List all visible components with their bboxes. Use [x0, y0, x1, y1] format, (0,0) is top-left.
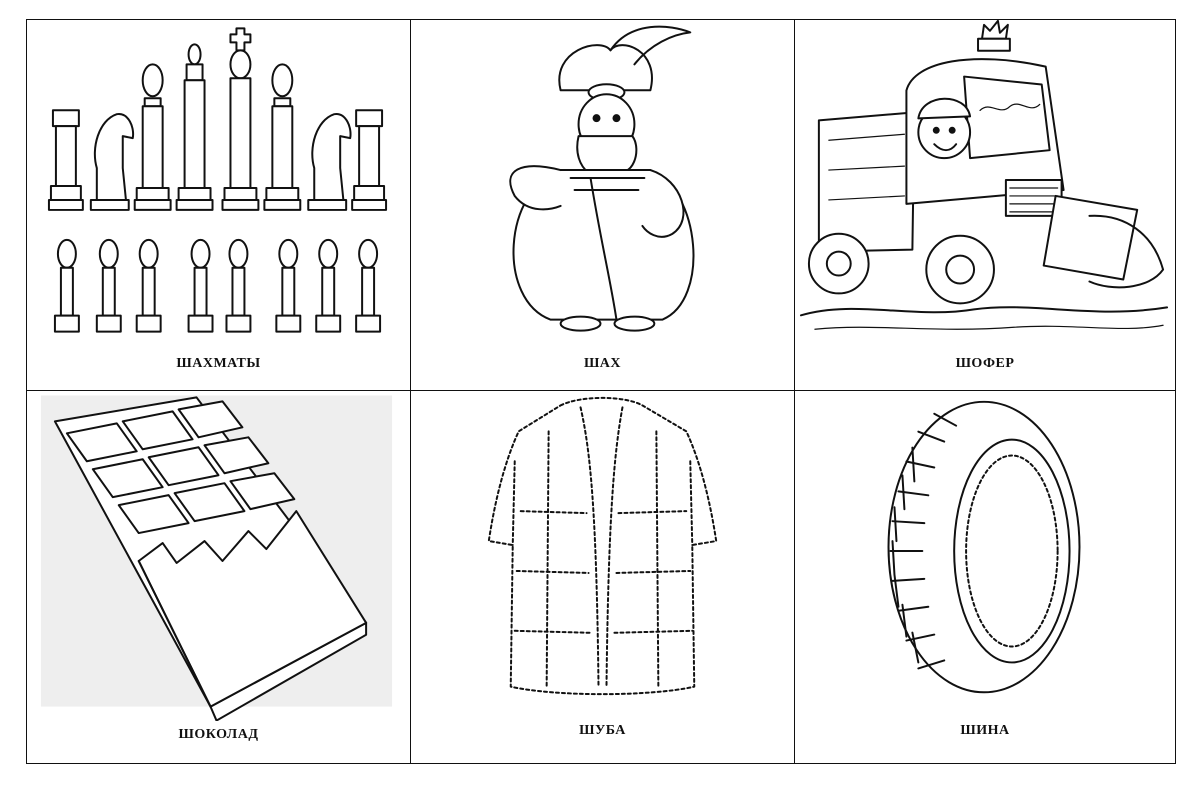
card-caption: ШАХ — [583, 356, 622, 371]
card-caption: ШОФЕР — [955, 356, 1015, 371]
chess-pieces-icon — [47, 27, 388, 333]
card-caption: ШУБА — [579, 723, 626, 738]
chauffeur-truck-icon — [799, 20, 1169, 330]
shah-character-icon — [509, 25, 695, 332]
card-caption: ШИНА — [960, 723, 1010, 738]
card-chauffeur: ШОФЕР — [795, 20, 1175, 391]
chocolate-bar-icon — [40, 395, 393, 721]
card-caption: ШОКОЛАД — [178, 727, 259, 742]
card-chocolate: ШОКОЛАД — [27, 391, 411, 763]
card-chess: ШАХМАТЫ — [27, 20, 411, 391]
tire-icon — [887, 400, 1081, 694]
word-card-grid: ШАХМАТЫ ШАХ — [26, 19, 1176, 764]
card-tire: ШИНА — [795, 391, 1175, 763]
card-fur-coat: ШУБА — [411, 391, 795, 763]
fur-coat-icon — [487, 396, 718, 696]
card-caption: ШАХМАТЫ — [176, 356, 261, 371]
card-shah: ШАХ — [411, 20, 795, 391]
